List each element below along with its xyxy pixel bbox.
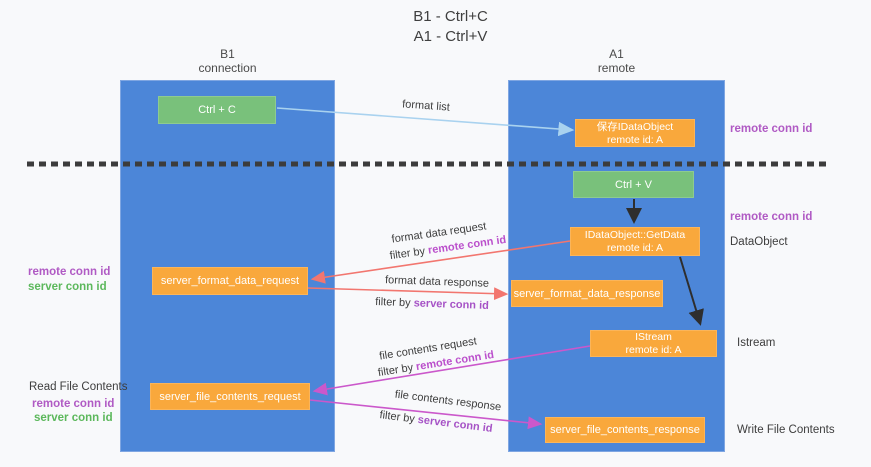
filter-by-text: filter by xyxy=(378,409,419,426)
istream-line1: IStream xyxy=(635,331,672,343)
getdata-box: IDataObject::GetData remote id: A xyxy=(570,227,700,256)
filter-by-text: filter by xyxy=(389,244,429,263)
ctrl-v-label: Ctrl + V xyxy=(615,178,652,191)
filter-by-text: filter by xyxy=(374,296,414,310)
right-column-header: A1 remote xyxy=(508,47,725,75)
filter-by-text: filter by xyxy=(377,361,418,380)
title-line-2: A1 - Ctrl+V xyxy=(413,28,488,45)
right-remote-conn-id-mid: remote conn id xyxy=(730,211,813,223)
left-column-header: B1 connection xyxy=(120,47,335,75)
right-remote-conn-id-top: remote conn id xyxy=(730,123,813,135)
server-format-data-response-box: server_format_data_response xyxy=(511,280,663,307)
server-conn-id-highlight: server conn id xyxy=(413,297,490,312)
format-data-response-label: format data response xyxy=(384,274,490,290)
right-column-name: A1 xyxy=(609,47,624,61)
format-list-label: format list xyxy=(401,98,451,114)
istream-side-label: Istream xyxy=(737,337,776,349)
istream-line2: remote id: A xyxy=(625,344,682,356)
server-file-contents-response-box: server_file_contents_response xyxy=(545,417,705,443)
server-format-data-response-label: server_format_data_response xyxy=(513,287,661,300)
save-dataobject-line2: remote id: A xyxy=(606,133,664,146)
left-file-remote-conn-id: remote conn id xyxy=(32,398,115,410)
server-file-contents-response-label: server_file_contents_response xyxy=(550,424,700,436)
right-column-role: remote xyxy=(597,61,636,75)
server-format-data-request-box: server_format_data_request xyxy=(152,267,308,295)
save-dataobject-line1: 保存IDataObject xyxy=(596,120,674,133)
dataobject-label: DataObject xyxy=(730,236,788,248)
read-file-contents-label: Read File Contents xyxy=(29,381,128,393)
left-format-server-conn-id: server conn id xyxy=(28,281,107,293)
istream-box: IStream remote id: A xyxy=(590,330,717,357)
left-column-name: B1 xyxy=(220,47,235,61)
write-file-contents-label: Write File Contents xyxy=(737,424,835,436)
getdata-line2: remote id: A xyxy=(606,242,664,254)
save-dataobject-box: 保存IDataObject remote id: A xyxy=(575,119,695,147)
server-format-data-request-label: server_format_data_request xyxy=(160,275,300,287)
left-format-remote-conn-id: remote conn id xyxy=(28,266,111,278)
server-file-contents-request-label: server_file_contents_request xyxy=(159,390,301,403)
file-contents-response-filter: filter by server conn id xyxy=(379,409,493,435)
title-line-1: B1 - Ctrl+C xyxy=(413,8,488,25)
file-contents-response-label: file contents response xyxy=(394,388,502,414)
server-conn-id-highlight: server conn id xyxy=(417,413,494,435)
getdata-line1: IDataObject::GetData xyxy=(584,229,686,241)
server-file-contents-request-box: server_file_contents_request xyxy=(150,383,310,410)
left-column-role: connection xyxy=(198,61,257,75)
diagram-title: B1 - Ctrl+C A1 - Ctrl+V xyxy=(15,7,871,47)
ctrl-c-label: Ctrl + C xyxy=(198,104,236,116)
format-data-response-filter: filter by server conn id xyxy=(375,296,489,312)
ctrl-v-box: Ctrl + V xyxy=(573,171,694,198)
ctrl-c-box: Ctrl + C xyxy=(158,96,276,124)
left-file-server-conn-id: server conn id xyxy=(34,412,113,424)
